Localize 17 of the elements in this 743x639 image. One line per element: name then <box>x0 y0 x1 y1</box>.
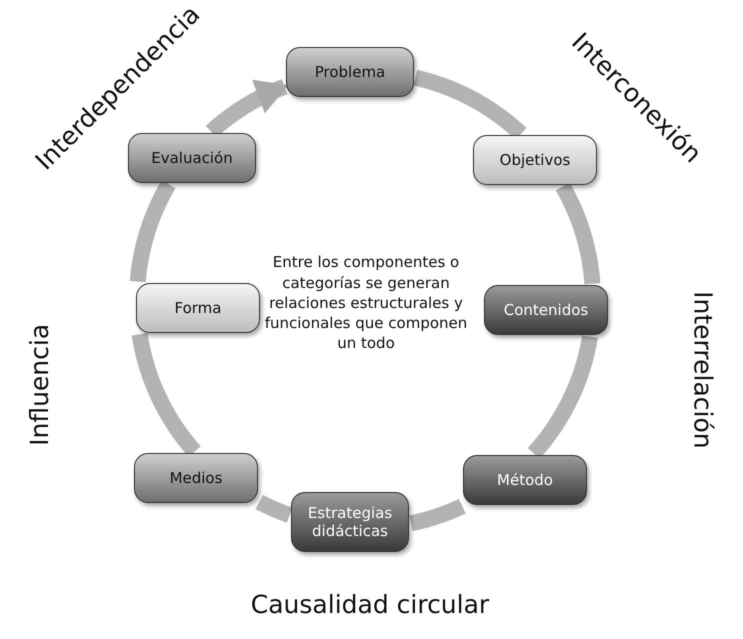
concept-label: Causalidad circular <box>250 589 490 622</box>
concept-label: Influencia <box>24 324 56 446</box>
node-text: Contenidos <box>504 301 588 319</box>
component-box <box>484 285 608 335</box>
node-text: Estrategias didácticas <box>306 504 394 540</box>
component-box <box>463 455 587 505</box>
component-box <box>134 453 258 503</box>
description-text: Entre los componentes o categorías se generan relaciones estructurales y funcionales que componen un todo <box>264 252 468 354</box>
component-box <box>291 492 409 552</box>
node-text: Forma <box>174 299 222 317</box>
node-text: Método <box>497 471 553 489</box>
component-box <box>286 47 414 97</box>
node-text: Medios <box>170 469 222 487</box>
node-text: Problema <box>314 63 386 81</box>
component-box <box>136 283 260 333</box>
concept-label: Interrelación <box>688 291 719 449</box>
node-text: Objetivos <box>500 151 570 169</box>
